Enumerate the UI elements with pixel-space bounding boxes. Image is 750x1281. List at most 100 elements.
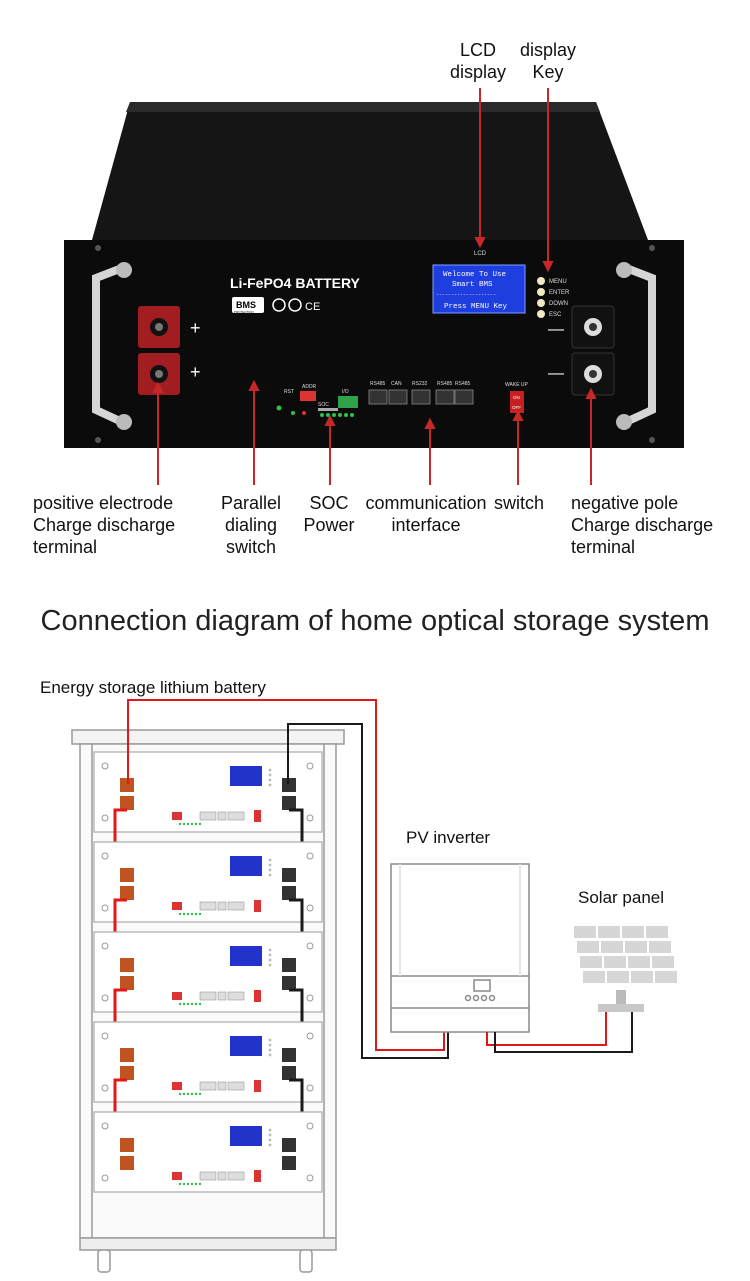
solar-panel: [574, 926, 677, 1012]
port-rs485c-label: RS485: [455, 381, 471, 387]
positive-terminals: [138, 306, 180, 395]
callout-negative-line1: negative pole: [571, 493, 679, 513]
callout-parallel-line2: dialing: [224, 515, 278, 535]
battery-module: [93, 841, 323, 960]
minus-sign-1: —: [548, 321, 564, 338]
key-esc: ESC: [549, 312, 562, 318]
callout-soc-line2: Power: [303, 515, 355, 535]
callout-comm-line2: interface: [391, 515, 461, 535]
key-enter: ENTER: [549, 290, 570, 296]
section-title: Connection diagram of home optical stora…: [40, 605, 710, 637]
bms-sub-text: PROTECTION: [234, 310, 254, 314]
callout-lines: [152, 88, 597, 485]
negative-terminals: [571, 305, 615, 396]
solar-cell: [607, 971, 629, 983]
positive-cable: [127, 699, 445, 1051]
callout-negative-line3: terminal: [571, 537, 636, 557]
ce-mark: CE: [305, 301, 320, 313]
bms-text: BMS: [236, 300, 256, 310]
callout-comm: communication interface: [362, 492, 490, 536]
battery-top-cover: [92, 102, 648, 240]
callout-negative-line2: Charge discharge: [571, 515, 714, 535]
callout-negative: negative pole Charge discharge terminal: [571, 492, 713, 558]
callout-soc: SOC Power: [296, 492, 362, 536]
callout-key-line1: display: [519, 40, 577, 60]
rack-wheels: [97, 1249, 313, 1273]
solar-base: [598, 1004, 644, 1012]
soc-leds: [320, 413, 354, 417]
solar-stand: [616, 990, 626, 1004]
callout-soc-line1: SOC: [309, 493, 349, 513]
key-down: DOWN: [549, 301, 568, 307]
solar-cell: [583, 971, 605, 983]
solar-cell: [628, 956, 650, 968]
solar-cell: [625, 941, 647, 953]
callout-positive-line3: terminal: [33, 537, 98, 557]
minus-sign-2: —: [548, 365, 564, 382]
plus-sign-2: +: [190, 362, 201, 382]
lcd-line-1: Welcome To Use: [443, 271, 506, 279]
battery-module: [93, 751, 323, 870]
dip-switch: [300, 391, 316, 401]
callout-positive-line1: positive electrode: [33, 493, 174, 513]
battery-modules: [93, 751, 323, 1193]
port-can-label: CAN: [391, 381, 402, 387]
callout-lcd-line1: LCD: [459, 40, 496, 60]
rst-label: RST: [284, 389, 294, 395]
brand-text: Li-FePO4 BATTERY: [230, 275, 361, 291]
solar-cell: [622, 926, 644, 938]
left-handle: [92, 262, 132, 430]
battery-module: [93, 1111, 323, 1193]
solar-cell: [649, 941, 671, 953]
negative-cable: [287, 723, 449, 1059]
lcd-screen: [432, 264, 526, 314]
solar-cell: [580, 956, 602, 968]
display-keys: [537, 277, 545, 318]
pv-inverter-label: PV inverter: [406, 828, 491, 847]
lcd-line-2: Smart BMS: [452, 281, 493, 289]
power-switch: [510, 391, 524, 413]
callout-parallel-line3: switch: [225, 537, 276, 557]
callout-lcd-display: LCD display: [440, 39, 516, 83]
pv-inverter: [390, 863, 530, 1033]
solar-cell: [601, 941, 623, 953]
callout-display-key: display Key: [512, 39, 584, 83]
solar-cell: [646, 926, 668, 938]
callout-parallel-line1: Parallel: [220, 493, 282, 513]
solar-cell: [652, 956, 674, 968]
callout-positive-line2: Charge discharge: [33, 515, 176, 535]
io-label: I/O: [342, 389, 349, 395]
comm-ports: [368, 389, 474, 405]
right-handle: [616, 262, 656, 430]
solar-cell: [598, 926, 620, 938]
battery-stack-label: Energy storage lithium battery: [40, 678, 266, 697]
port-rs485b-label: RS485: [437, 381, 453, 387]
addr-label: ADDR: [302, 384, 317, 390]
wake-label: WAKE UP: [505, 382, 529, 388]
no-disposal-icon: [288, 298, 302, 312]
solar-cell: [577, 941, 599, 953]
lcd-label: LCD: [474, 251, 487, 257]
io-connector: [338, 396, 358, 408]
callout-parallel: Parallel dialing switch: [208, 492, 294, 558]
solar-cell: [631, 971, 653, 983]
callout-lcd-line2: display: [449, 62, 507, 82]
solar-panel-label: Solar panel: [578, 888, 665, 907]
port-rs232-label: RS232: [412, 381, 428, 387]
key-menu: MENU: [549, 279, 567, 285]
recycle-icon: [272, 298, 286, 312]
solar-cell: [655, 971, 677, 983]
bms-badge: [232, 297, 264, 313]
callout-key-line2: Key: [532, 62, 564, 82]
solar-cell: [574, 926, 596, 938]
soc-label: SOC: [318, 402, 329, 408]
callout-comm-line1: communication: [365, 493, 487, 513]
lcd-line-3: --------------------: [436, 292, 496, 298]
port-rs485-label: RS485: [370, 381, 386, 387]
switch-on-label: ON: [513, 395, 520, 400]
callout-positive: positive electrode Charge discharge term…: [33, 492, 175, 558]
battery-module: [93, 1021, 323, 1140]
plus-sign-1: +: [190, 318, 201, 338]
switch-off-label: OFF: [512, 405, 521, 410]
